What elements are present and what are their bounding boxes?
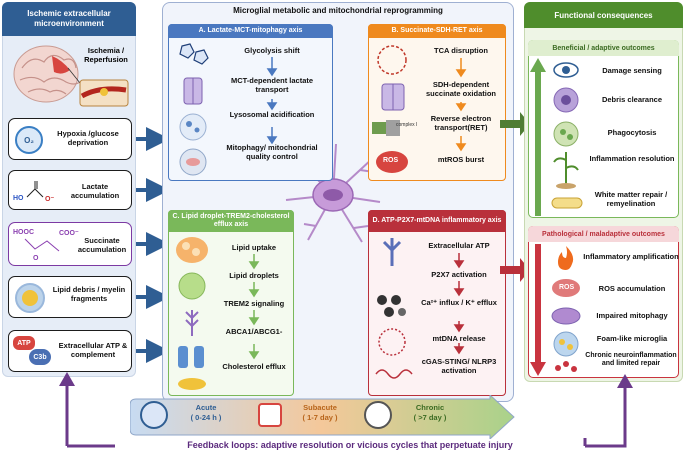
timeline-subacute-range: ( 1-7 day ) bbox=[302, 413, 338, 422]
box-c-icons bbox=[176, 237, 208, 390]
calendar-icon bbox=[258, 403, 282, 427]
beneficial-item-3: Phagocytosis bbox=[607, 128, 657, 137]
succinate-structure-icon bbox=[24, 238, 60, 252]
left-to-center-arrows bbox=[136, 127, 164, 363]
box-a-title: A. Lactate-MCT-mitophagy axis bbox=[168, 24, 333, 38]
ros-icon-label-path: ROS bbox=[559, 284, 575, 291]
box-d-step-1: Extracellular ATP bbox=[428, 241, 490, 250]
box-a-step-4: Mitophagy/ mitochondrial quality control bbox=[226, 143, 318, 161]
box-d-arrows bbox=[453, 253, 465, 355]
box-d-step-2: P2X7 activation bbox=[431, 270, 487, 279]
lactate-label: Lactate accumulation bbox=[70, 182, 120, 201]
box-c-step-1: Lipid uptake bbox=[231, 243, 277, 252]
center-to-right-arrows bbox=[500, 112, 530, 282]
box-b-step-1: TCA disruption bbox=[434, 46, 488, 55]
succinate-label: Succinate accumulation bbox=[77, 236, 127, 255]
box-d-icons bbox=[375, 238, 413, 379]
atp-icon-text: ATP bbox=[17, 339, 31, 347]
beneficial-item-1: Damage sensing bbox=[602, 66, 662, 75]
timeline-acute-range: ( 0-24 h ) bbox=[190, 413, 222, 422]
box-c-step-4: ABCA1/ABCG1- bbox=[225, 327, 283, 336]
box-a-arrows bbox=[266, 57, 278, 145]
succinate-card: HOOC COO⁻ O Succinate accumulation bbox=[8, 222, 132, 266]
beneficial-box bbox=[528, 40, 679, 218]
timeline-chronic: Chronic bbox=[415, 403, 445, 412]
box-c-arrows bbox=[248, 254, 260, 360]
box-d-step-3: Ca²⁺ influx / K⁺ efflux bbox=[421, 298, 497, 307]
pathological-item-3: Impaired mitophagy bbox=[596, 311, 668, 320]
box-c-step-2: Lipid droplets bbox=[229, 271, 279, 280]
beneficial-icons bbox=[551, 62, 583, 209]
box-d-title: D. ATP-P2X7-mtDNA inflammatory axis bbox=[368, 210, 506, 232]
right-panel-title: Functional consequences bbox=[524, 2, 683, 28]
atp-complement-card: ATP C3b Extracellular ATP & complement bbox=[8, 330, 132, 372]
atp-complement-label: Extracellular ATP & complement bbox=[58, 341, 128, 360]
brain-image bbox=[8, 38, 132, 110]
box-c-step-3: TREM2 signaling bbox=[223, 299, 285, 308]
pathological-item-5: Chronic neuroinflammation and limited re… bbox=[585, 352, 677, 368]
complement-c3b-icon: C3b bbox=[29, 349, 51, 365]
feedback-loop-arrows bbox=[59, 372, 633, 448]
microglia-cell-icon bbox=[285, 143, 381, 243]
beneficial-item-2: Debris clearance bbox=[601, 95, 663, 104]
succinate-formula-hooc: HOOC bbox=[13, 229, 34, 236]
lactate-card: HO O⁻ Lactate accumulation bbox=[8, 170, 132, 210]
oxygen-icon-text: O₂ bbox=[24, 135, 34, 145]
hypoxia-label: Hypoxia /glucose deprivation bbox=[57, 129, 119, 148]
box-a-icons bbox=[179, 43, 209, 176]
beneficial-title: Beneficial / adaptive outcomes bbox=[528, 40, 679, 56]
succinate-formula-coo: COO⁻ bbox=[59, 230, 79, 237]
box-a-step-3: Lysosomal acidification bbox=[229, 110, 315, 119]
box-b-title: B. Succinate-SDH-RET axis bbox=[368, 24, 506, 38]
box-b-arrows bbox=[455, 58, 467, 152]
c3b-icon-text: C3b bbox=[33, 353, 47, 361]
atp-icon: ATP bbox=[13, 336, 35, 350]
lactate-structure-icon bbox=[26, 181, 44, 198]
box-c-title: C. Lipid droplet-TREM2-cholesterol efflu… bbox=[168, 210, 294, 232]
left-panel-title: Ischemic extracellular microenvironment bbox=[2, 2, 136, 36]
pathological-title: Pathological / maladaptive outcomes bbox=[528, 226, 679, 242]
box-b-step-4: mtROS burst bbox=[437, 155, 485, 164]
ros-icon-label-b: ROS bbox=[383, 157, 399, 164]
complex-i-label: complex I bbox=[396, 122, 418, 128]
beneficial-item-5: White matter repair / remyelination bbox=[594, 190, 668, 208]
lactate-formula-ho: HO bbox=[13, 195, 24, 202]
box-d-step-5: cGAS-STING/ NLRP3 activation bbox=[421, 357, 497, 375]
beneficial-item-4: Inflammation resolution bbox=[589, 154, 675, 163]
lactate-formula-o: O⁻ bbox=[45, 196, 55, 203]
pathological-item-2: ROS accumulation bbox=[598, 284, 666, 293]
oxygen-down-icon: O₂ bbox=[15, 126, 43, 154]
ischemia-reperfusion-label: Ischemia / Reperfusion bbox=[84, 46, 128, 64]
timeline-acute: Acute bbox=[195, 403, 217, 412]
box-b-step-2: SDH-dependent succinate oxidation bbox=[425, 80, 497, 98]
lipid-debris-card: Lipid debris / myelin fragments bbox=[8, 276, 132, 318]
box-b-step-3: Reverse electron transport(RET) bbox=[430, 114, 492, 132]
pathological-item-4: Foam-like microglia bbox=[596, 334, 668, 343]
pathological-icons bbox=[551, 246, 581, 372]
pathological-down-arrow bbox=[530, 244, 546, 376]
timeline-bar bbox=[130, 395, 515, 439]
succinate-formula-o: O bbox=[33, 255, 39, 262]
alarm-clock-icon bbox=[364, 401, 392, 429]
lipid-debris-label: Lipid debris / myelin fragments bbox=[52, 285, 126, 304]
clock-icon bbox=[140, 401, 168, 429]
feedback-loops-caption: Feedback loops: adaptive resolution or v… bbox=[187, 440, 513, 450]
beneficial-up-arrow bbox=[530, 58, 546, 216]
box-b-icons bbox=[372, 45, 408, 173]
box-a-step-1: Glycolysis shift bbox=[244, 46, 300, 55]
box-d-step-4: mtDNA release bbox=[432, 334, 486, 343]
hypoxia-card: O₂ Hypoxia /glucose deprivation bbox=[8, 118, 132, 160]
lipid-droplet-icon bbox=[15, 283, 45, 313]
box-a-step-2: MCT-dependent lactate transport bbox=[230, 76, 314, 94]
timeline-subacute: Subacute bbox=[303, 403, 337, 412]
box-c-step-5: Cholesterol efflux bbox=[222, 362, 286, 371]
timeline-chronic-range: ( >7 day ) bbox=[413, 413, 447, 422]
center-panel-title: Microglial metabolic and mitochondrial r… bbox=[233, 6, 443, 15]
pathological-item-1: Inflammatory amplification bbox=[583, 252, 679, 261]
